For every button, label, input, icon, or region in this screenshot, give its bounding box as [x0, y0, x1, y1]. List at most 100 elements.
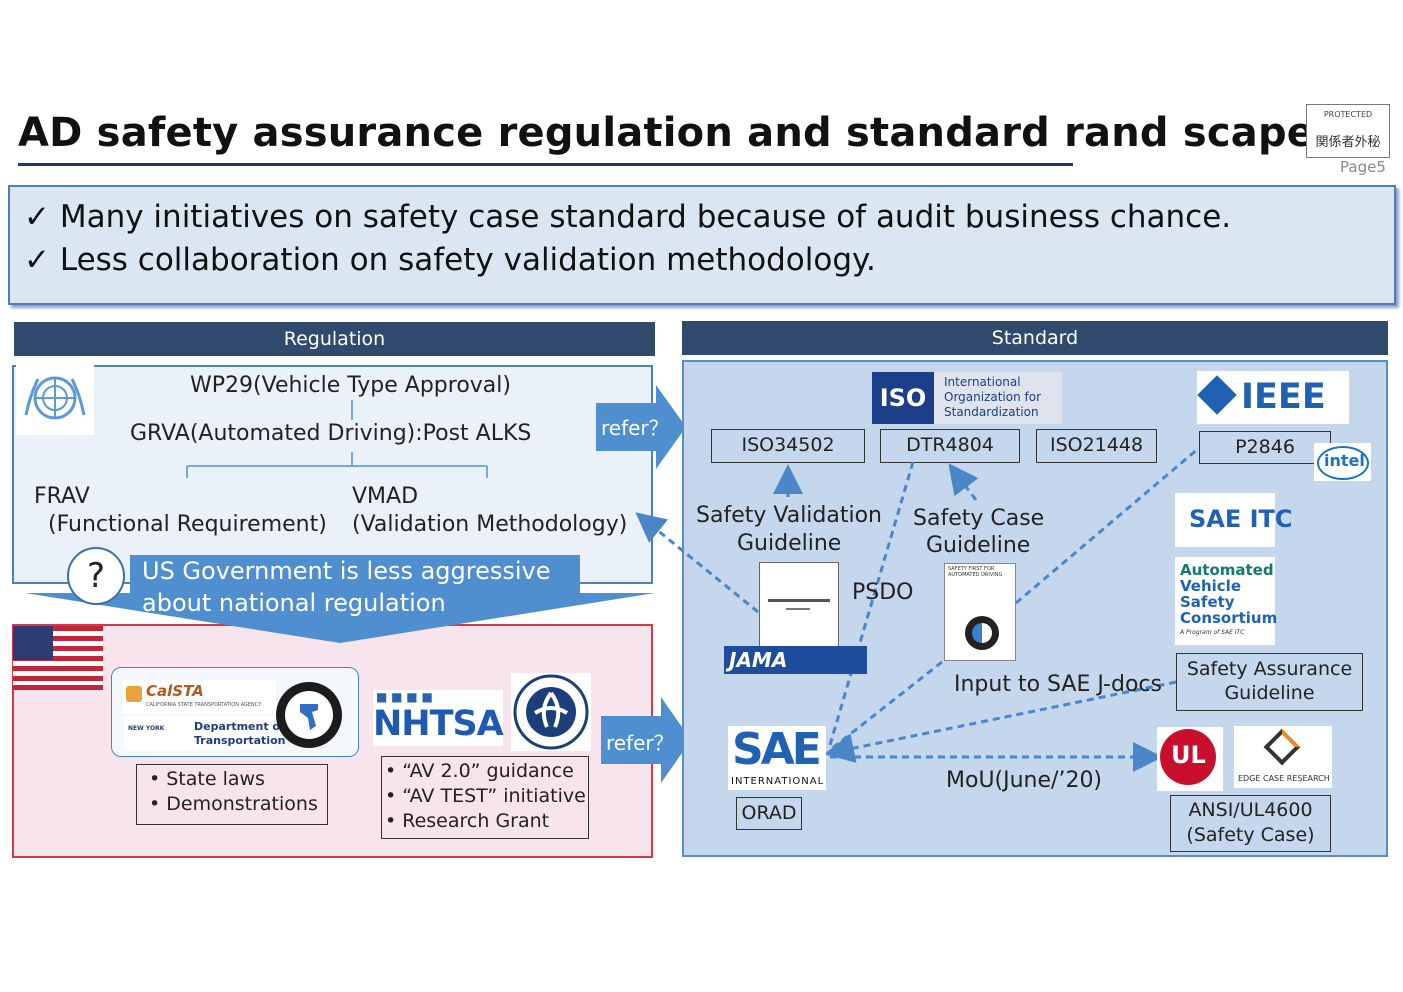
- usdot-seal-icon: [511, 673, 591, 751]
- dtr4804-to-sae-connector: [828, 461, 915, 746]
- regulation-header: Regulation: [14, 322, 655, 356]
- sae-itc-logo-text: SAE ITC: [1189, 505, 1293, 533]
- key-point-2-text: Less collaboration on safety validation …: [59, 242, 876, 278]
- avsc-line1: Automated: [1180, 561, 1274, 579]
- ul-logo-text: UL: [1171, 741, 1206, 769]
- calsta-mark-icon: [126, 686, 142, 702]
- us-callout-line1: US Government is less aggressive: [142, 557, 551, 585]
- safety-assurance-guideline-box: Safety Assurance Guideline: [1176, 653, 1363, 711]
- nydot-logo: NEW YORK Department of Transportation: [124, 716, 285, 750]
- calsta-subtitle: CALIFORNIA STATE TRANSPORTATION AGENCY: [146, 702, 262, 708]
- bmw-doc-title: SAFETY FIRST FOR AUTOMATED DRIVING: [948, 566, 1003, 578]
- intel-logo: intel: [1314, 443, 1371, 481]
- mou-label: MoU(June/’20): [946, 768, 1103, 793]
- wp29-label: WP29(Vehicle Type Approval): [190, 373, 511, 398]
- bmw-document-icon: SAFETY FIRST FOR AUTOMATED DRIVING: [944, 563, 1016, 661]
- check-icon: ✓: [24, 242, 60, 278]
- grva-label: GRVA(Automated Driving):Post ALKS: [130, 421, 532, 446]
- stamp-line1: PROTECTED: [1323, 110, 1373, 119]
- federal-item-1: • “AV 2.0” guidance: [385, 760, 574, 782]
- state-item-1: • State laws: [149, 768, 265, 790]
- ny-logo-line1: Department of: [194, 720, 285, 733]
- bmw-to-p2846-connector: [1015, 446, 1200, 605]
- calsta-logo-text: CalSTA: [146, 682, 204, 700]
- iso-org-line1: International: [944, 375, 1021, 389]
- question-icon: ?: [67, 547, 125, 605]
- jama-document-icon: [759, 562, 839, 650]
- nhtsa-pictograms-icon: ■ ■ ■ ■: [376, 690, 433, 704]
- input-to-sae-label: Input to SAE J-docs: [954, 672, 1162, 697]
- doc-text-line: [768, 599, 830, 602]
- intel-swoosh-icon: [1317, 446, 1369, 480]
- us-callout-arrow: [25, 555, 655, 643]
- vmad-description: (Validation Methodology): [352, 512, 628, 537]
- ansi-line1: ANSI/UL4600: [1188, 799, 1313, 821]
- frav-label: FRAV: [34, 484, 90, 509]
- ny-logo-line2: Transportation: [194, 734, 286, 747]
- sag-line2: Guideline: [1224, 682, 1315, 704]
- ansi-line2: (Safety Case): [1186, 824, 1315, 846]
- ecr-cube-icon: [1263, 728, 1301, 766]
- doc-text-line: [786, 608, 810, 610]
- sae-international-logo: SAE INTERNATIONAL: [728, 724, 826, 790]
- state-item-2: • Demonstrations: [149, 793, 318, 815]
- svg-line1: Safety Validation: [696, 503, 883, 528]
- iso-org-line2: Organization for: [944, 390, 1042, 404]
- stamp-line2: 関係者外秘: [1315, 135, 1381, 150]
- avsc-line4: Consortium: [1180, 609, 1278, 627]
- refer-label-top: refer？: [601, 416, 669, 440]
- ecr-logo-text: EDGE CASE RESEARCH: [1238, 774, 1330, 783]
- intel-logo-text: intel: [1324, 451, 1365, 470]
- scg-line2: Guideline: [926, 533, 1031, 558]
- psdo-label: PSDO: [852, 580, 914, 605]
- ansi-ul4600-box: ANSI/UL4600 (Safety Case): [1170, 795, 1331, 852]
- key-points-box: ✓ Many initiatives on safety case standa…: [8, 185, 1396, 305]
- frav-description: (Functional Requirement): [48, 512, 327, 537]
- iso34502-box: ISO34502: [711, 429, 865, 463]
- scg-to-dtr4804-connector: [948, 463, 979, 501]
- page-number: Page5: [1340, 158, 1386, 176]
- key-point-1: ✓ Many initiatives on safety case standa…: [24, 199, 1231, 235]
- iso-org-line3: Standardization: [944, 405, 1039, 419]
- federal-item-2: • “AV TEST” initiative: [385, 785, 586, 807]
- check-icon: ✓: [24, 199, 60, 235]
- us-callout-line2: about national regulation: [142, 589, 446, 617]
- refer-arrow-top: [596, 385, 686, 469]
- protected-stamp: PROTECTED 関係者外秘: [1306, 104, 1390, 158]
- key-point-1-text: Many initiatives on safety case standard…: [59, 199, 1232, 235]
- edge-case-research-logo: EDGE CASE RESEARCH: [1234, 726, 1332, 788]
- bmw-logo-icon: [965, 616, 999, 650]
- state-initiatives-box: • State laws • Demonstrations: [136, 764, 328, 825]
- dtr4804-box: DTR4804: [880, 429, 1020, 463]
- nhtsa-logo: ■ ■ ■ ■ NHTSA: [373, 690, 504, 746]
- jama-to-vmad-connector: [635, 512, 759, 614]
- avsc-to-sae-connector: [824, 680, 1177, 763]
- avsc-line3: Safety: [1180, 593, 1235, 611]
- us-flag-icon: [13, 626, 103, 690]
- svg-line2: Guideline: [737, 531, 842, 556]
- standard-header: Standard: [682, 321, 1388, 355]
- page-title: AD safety assurance regulation and stand…: [18, 110, 1315, 156]
- avsc-logo: Automated Vehicle Safety Consortium A Pr…: [1175, 557, 1278, 645]
- ul-circle-icon: [1160, 729, 1216, 785]
- ieee-logo-text: IEEE: [1241, 377, 1326, 417]
- sae-sub-text: INTERNATIONAL: [731, 776, 825, 787]
- title-underline: [18, 163, 1073, 166]
- orad-box: ORAD: [736, 797, 802, 830]
- sae-logo-text: SAE: [732, 724, 822, 775]
- avsc-sub: A Program of SAE ITC: [1180, 629, 1245, 636]
- federal-item-3: • Research Grant: [385, 810, 550, 832]
- ny-state-text: NEW YORK: [128, 725, 165, 732]
- calsta-logo: CalSTA CALIFORNIA STATE TRANSPORTATION A…: [122, 680, 276, 714]
- refer-arrow-bottom: [601, 697, 691, 783]
- key-point-2: ✓ Less collaboration on safety validatio…: [24, 242, 876, 278]
- iso21448-box: ISO21448: [1036, 429, 1157, 463]
- florida-dot-seal-icon: [276, 682, 342, 748]
- sae-itc-logo: SAE ITC: [1175, 493, 1293, 547]
- scg-line1: Safety Case: [913, 506, 1045, 531]
- nhtsa-logo-text: NHTSA: [373, 704, 504, 744]
- bmw-to-sae-connector: [829, 660, 943, 752]
- ieee-logo: IEEE: [1197, 371, 1349, 424]
- sag-line1: Safety Assurance: [1186, 658, 1353, 680]
